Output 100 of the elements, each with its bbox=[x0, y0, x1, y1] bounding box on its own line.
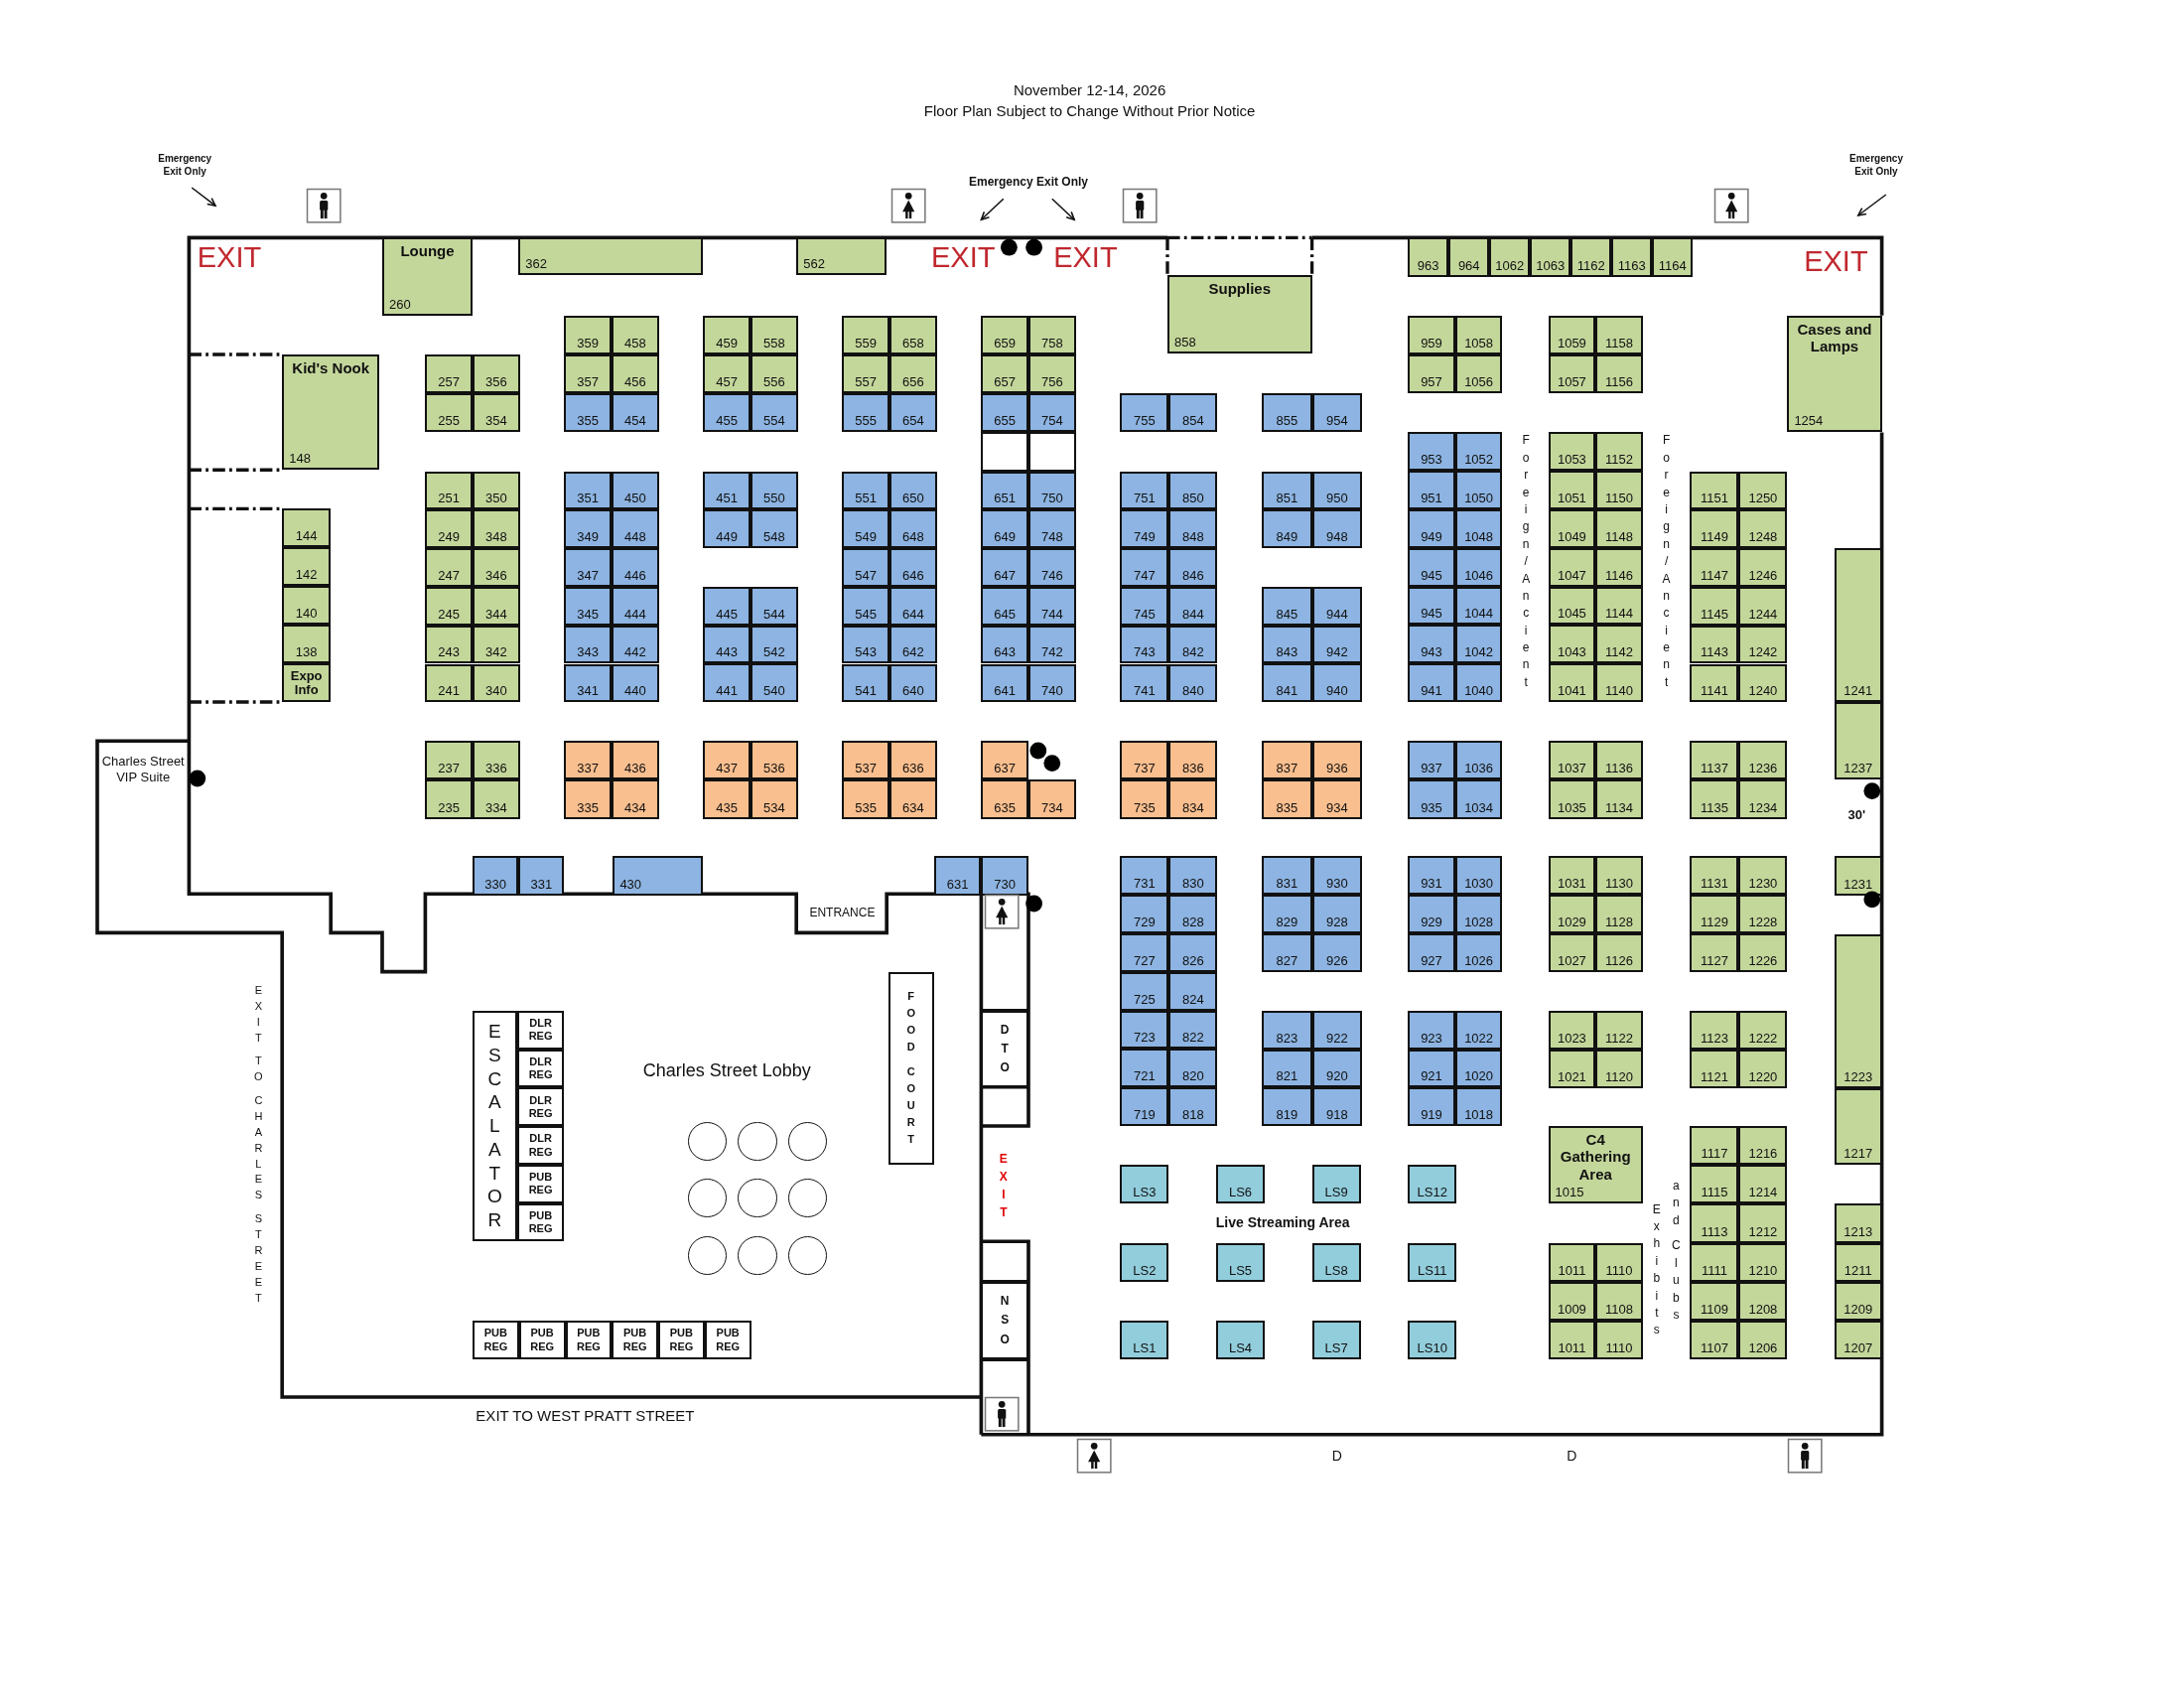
booth-number: 949 bbox=[1421, 529, 1442, 546]
booth bbox=[1690, 741, 1739, 780]
booth-number: 1228 bbox=[1748, 914, 1778, 931]
booth-number: 950 bbox=[1325, 492, 1348, 508]
booth bbox=[1168, 548, 1218, 587]
booth bbox=[564, 354, 612, 394]
booth-number: 437 bbox=[716, 762, 739, 778]
booth bbox=[1408, 741, 1455, 780]
booth bbox=[1548, 432, 1596, 472]
booth-number: 747 bbox=[1134, 568, 1156, 585]
booth bbox=[1120, 895, 1169, 933]
booth bbox=[1311, 625, 1362, 664]
booth-number: 1030 bbox=[1464, 877, 1494, 894]
booth bbox=[564, 586, 612, 626]
booth-number: 357 bbox=[577, 375, 600, 392]
booth bbox=[518, 856, 565, 896]
booth-number: 348 bbox=[484, 530, 507, 547]
exit-direction-label: EXIT TO WEST PRATT STREET bbox=[476, 1406, 695, 1427]
booth-number: 1129 bbox=[1700, 914, 1728, 931]
booth bbox=[1311, 586, 1362, 626]
booth bbox=[1408, 663, 1455, 702]
booth-number: 235 bbox=[438, 800, 461, 817]
booth bbox=[842, 354, 889, 394]
booth bbox=[1454, 1010, 1503, 1050]
registration-desk bbox=[516, 1010, 565, 1050]
booth-number: 562 bbox=[802, 257, 825, 274]
booth-number: 822 bbox=[1182, 1031, 1204, 1048]
booth bbox=[981, 315, 1028, 354]
booth bbox=[842, 393, 889, 433]
booth bbox=[703, 354, 751, 394]
booth bbox=[1408, 779, 1455, 819]
booth bbox=[1120, 1242, 1169, 1282]
booth-number: 350 bbox=[484, 492, 507, 508]
booth bbox=[1548, 741, 1596, 780]
booth-number: 921 bbox=[1421, 1069, 1442, 1086]
booth bbox=[1311, 932, 1362, 972]
booth bbox=[1262, 856, 1312, 896]
booth bbox=[564, 625, 612, 664]
booth-number: 347 bbox=[577, 568, 600, 585]
booth bbox=[1120, 1010, 1169, 1050]
booth-number: 1047 bbox=[1557, 568, 1586, 585]
booth-number: 743 bbox=[1134, 645, 1156, 662]
booth-number: 1050 bbox=[1464, 491, 1494, 507]
booth bbox=[1595, 741, 1643, 780]
booth-number: 1046 bbox=[1464, 568, 1494, 585]
booth-number: 540 bbox=[762, 684, 785, 701]
booth-number: 1234 bbox=[1748, 800, 1778, 817]
booth-number: 1156 bbox=[1605, 375, 1633, 392]
booth-number: 1107 bbox=[1700, 1341, 1728, 1358]
registration-desk bbox=[516, 1049, 565, 1088]
booth bbox=[1548, 1010, 1596, 1050]
booth-number: 1226 bbox=[1748, 953, 1778, 970]
booth-number: 354 bbox=[484, 414, 507, 431]
exhibit-area bbox=[382, 237, 473, 316]
booth-number: 1022 bbox=[1464, 1031, 1494, 1048]
booth-number: 928 bbox=[1325, 914, 1348, 931]
booth-number: 948 bbox=[1325, 530, 1348, 547]
booth bbox=[889, 354, 937, 394]
booth bbox=[1216, 1165, 1265, 1204]
booth-number: 541 bbox=[855, 684, 878, 701]
booth-number: 1210 bbox=[1748, 1263, 1778, 1280]
booth bbox=[1690, 1281, 1739, 1321]
booth-number: 1057 bbox=[1557, 375, 1586, 392]
booth-number: 740 bbox=[1040, 684, 1063, 701]
area-name: C4 Gathering Area bbox=[1559, 1130, 1632, 1185]
booth bbox=[1168, 1049, 1218, 1088]
booth bbox=[1738, 932, 1788, 972]
booth-number: 831 bbox=[1276, 877, 1298, 894]
booth-number: 1027 bbox=[1557, 953, 1586, 970]
booth-number: 544 bbox=[762, 607, 785, 624]
booth bbox=[1690, 1010, 1739, 1050]
booth bbox=[1548, 547, 1596, 587]
booth-number: 1056 bbox=[1464, 375, 1494, 392]
booth-number: 1158 bbox=[1605, 337, 1633, 352]
booth bbox=[425, 586, 473, 626]
booth-number: 754 bbox=[1040, 414, 1063, 431]
booth-number: 842 bbox=[1182, 645, 1204, 662]
booth-number: 940 bbox=[1325, 684, 1348, 701]
exhibit-area bbox=[613, 856, 704, 896]
booth bbox=[1448, 237, 1490, 277]
booth-number: 1053 bbox=[1557, 453, 1586, 470]
booth-number: 741 bbox=[1134, 684, 1156, 701]
booth bbox=[1120, 1165, 1169, 1204]
booth bbox=[1690, 471, 1739, 510]
booth-number: 558 bbox=[762, 337, 785, 352]
exit-direction-label: EXIT TO CHARLES STREET bbox=[253, 982, 264, 1306]
booth bbox=[1548, 315, 1596, 354]
booth-number: 827 bbox=[1276, 953, 1298, 970]
booth-number: 1246 bbox=[1748, 568, 1778, 585]
booth-number: 650 bbox=[901, 492, 924, 508]
booth-number: 449 bbox=[716, 530, 739, 547]
booth bbox=[1835, 702, 1882, 780]
booth bbox=[1262, 932, 1312, 972]
booth bbox=[1652, 237, 1694, 277]
booth bbox=[889, 393, 937, 433]
service-label: FOOD COURT bbox=[905, 989, 916, 1148]
round-table bbox=[738, 1235, 777, 1275]
booth bbox=[1738, 856, 1788, 896]
desk-label: PUB REG bbox=[528, 1208, 553, 1236]
booth-number: 1131 bbox=[1700, 877, 1728, 894]
